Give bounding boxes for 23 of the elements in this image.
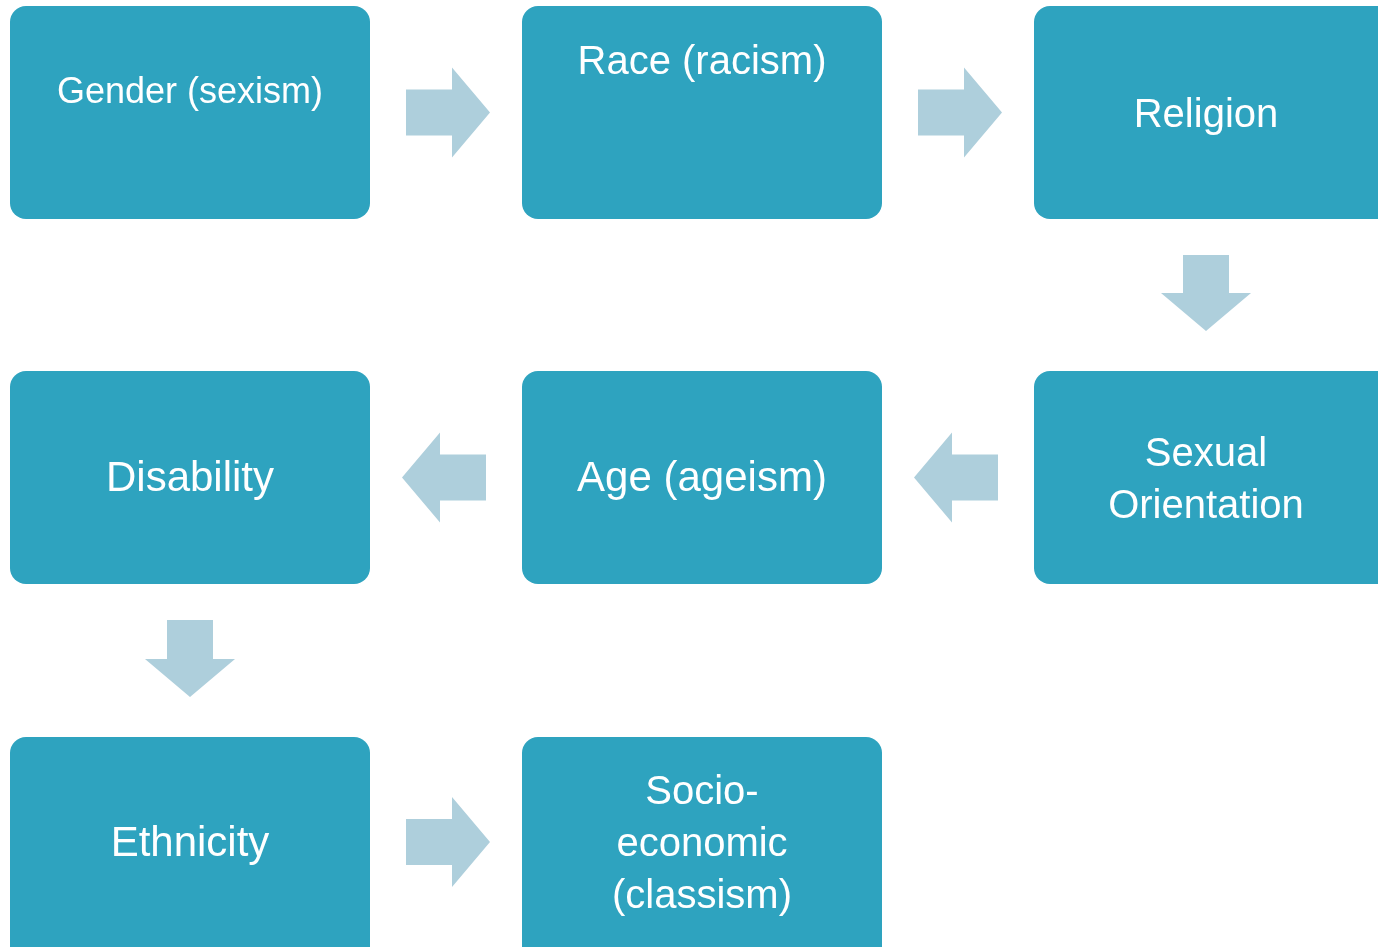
box-label: Disability bbox=[105, 452, 274, 503]
box-label: Socio-economic (classism) bbox=[611, 767, 793, 918]
category-box bbox=[522, 6, 882, 219]
block-arrow bbox=[914, 432, 998, 523]
category-box bbox=[522, 371, 882, 584]
box-label: Race (racism) bbox=[577, 37, 827, 84]
category-box bbox=[10, 737, 370, 947]
block-arrow bbox=[406, 797, 490, 887]
category-box bbox=[10, 371, 370, 584]
box-label: Religion bbox=[1133, 89, 1279, 137]
category-box bbox=[1034, 6, 1378, 219]
block-arrow bbox=[918, 67, 1002, 158]
block-arrow bbox=[1161, 255, 1251, 331]
box-label: Ethnicity bbox=[110, 816, 270, 867]
box-label: Gender (sexism) bbox=[56, 69, 324, 113]
box-label: Sexual Orientation bbox=[1107, 428, 1305, 528]
category-box bbox=[10, 6, 370, 219]
category-box bbox=[1034, 371, 1378, 584]
block-arrow bbox=[145, 620, 235, 697]
category-box bbox=[522, 737, 882, 947]
block-arrow bbox=[402, 432, 486, 523]
box-label: Age (ageism) bbox=[577, 452, 827, 503]
block-arrow bbox=[406, 67, 490, 158]
